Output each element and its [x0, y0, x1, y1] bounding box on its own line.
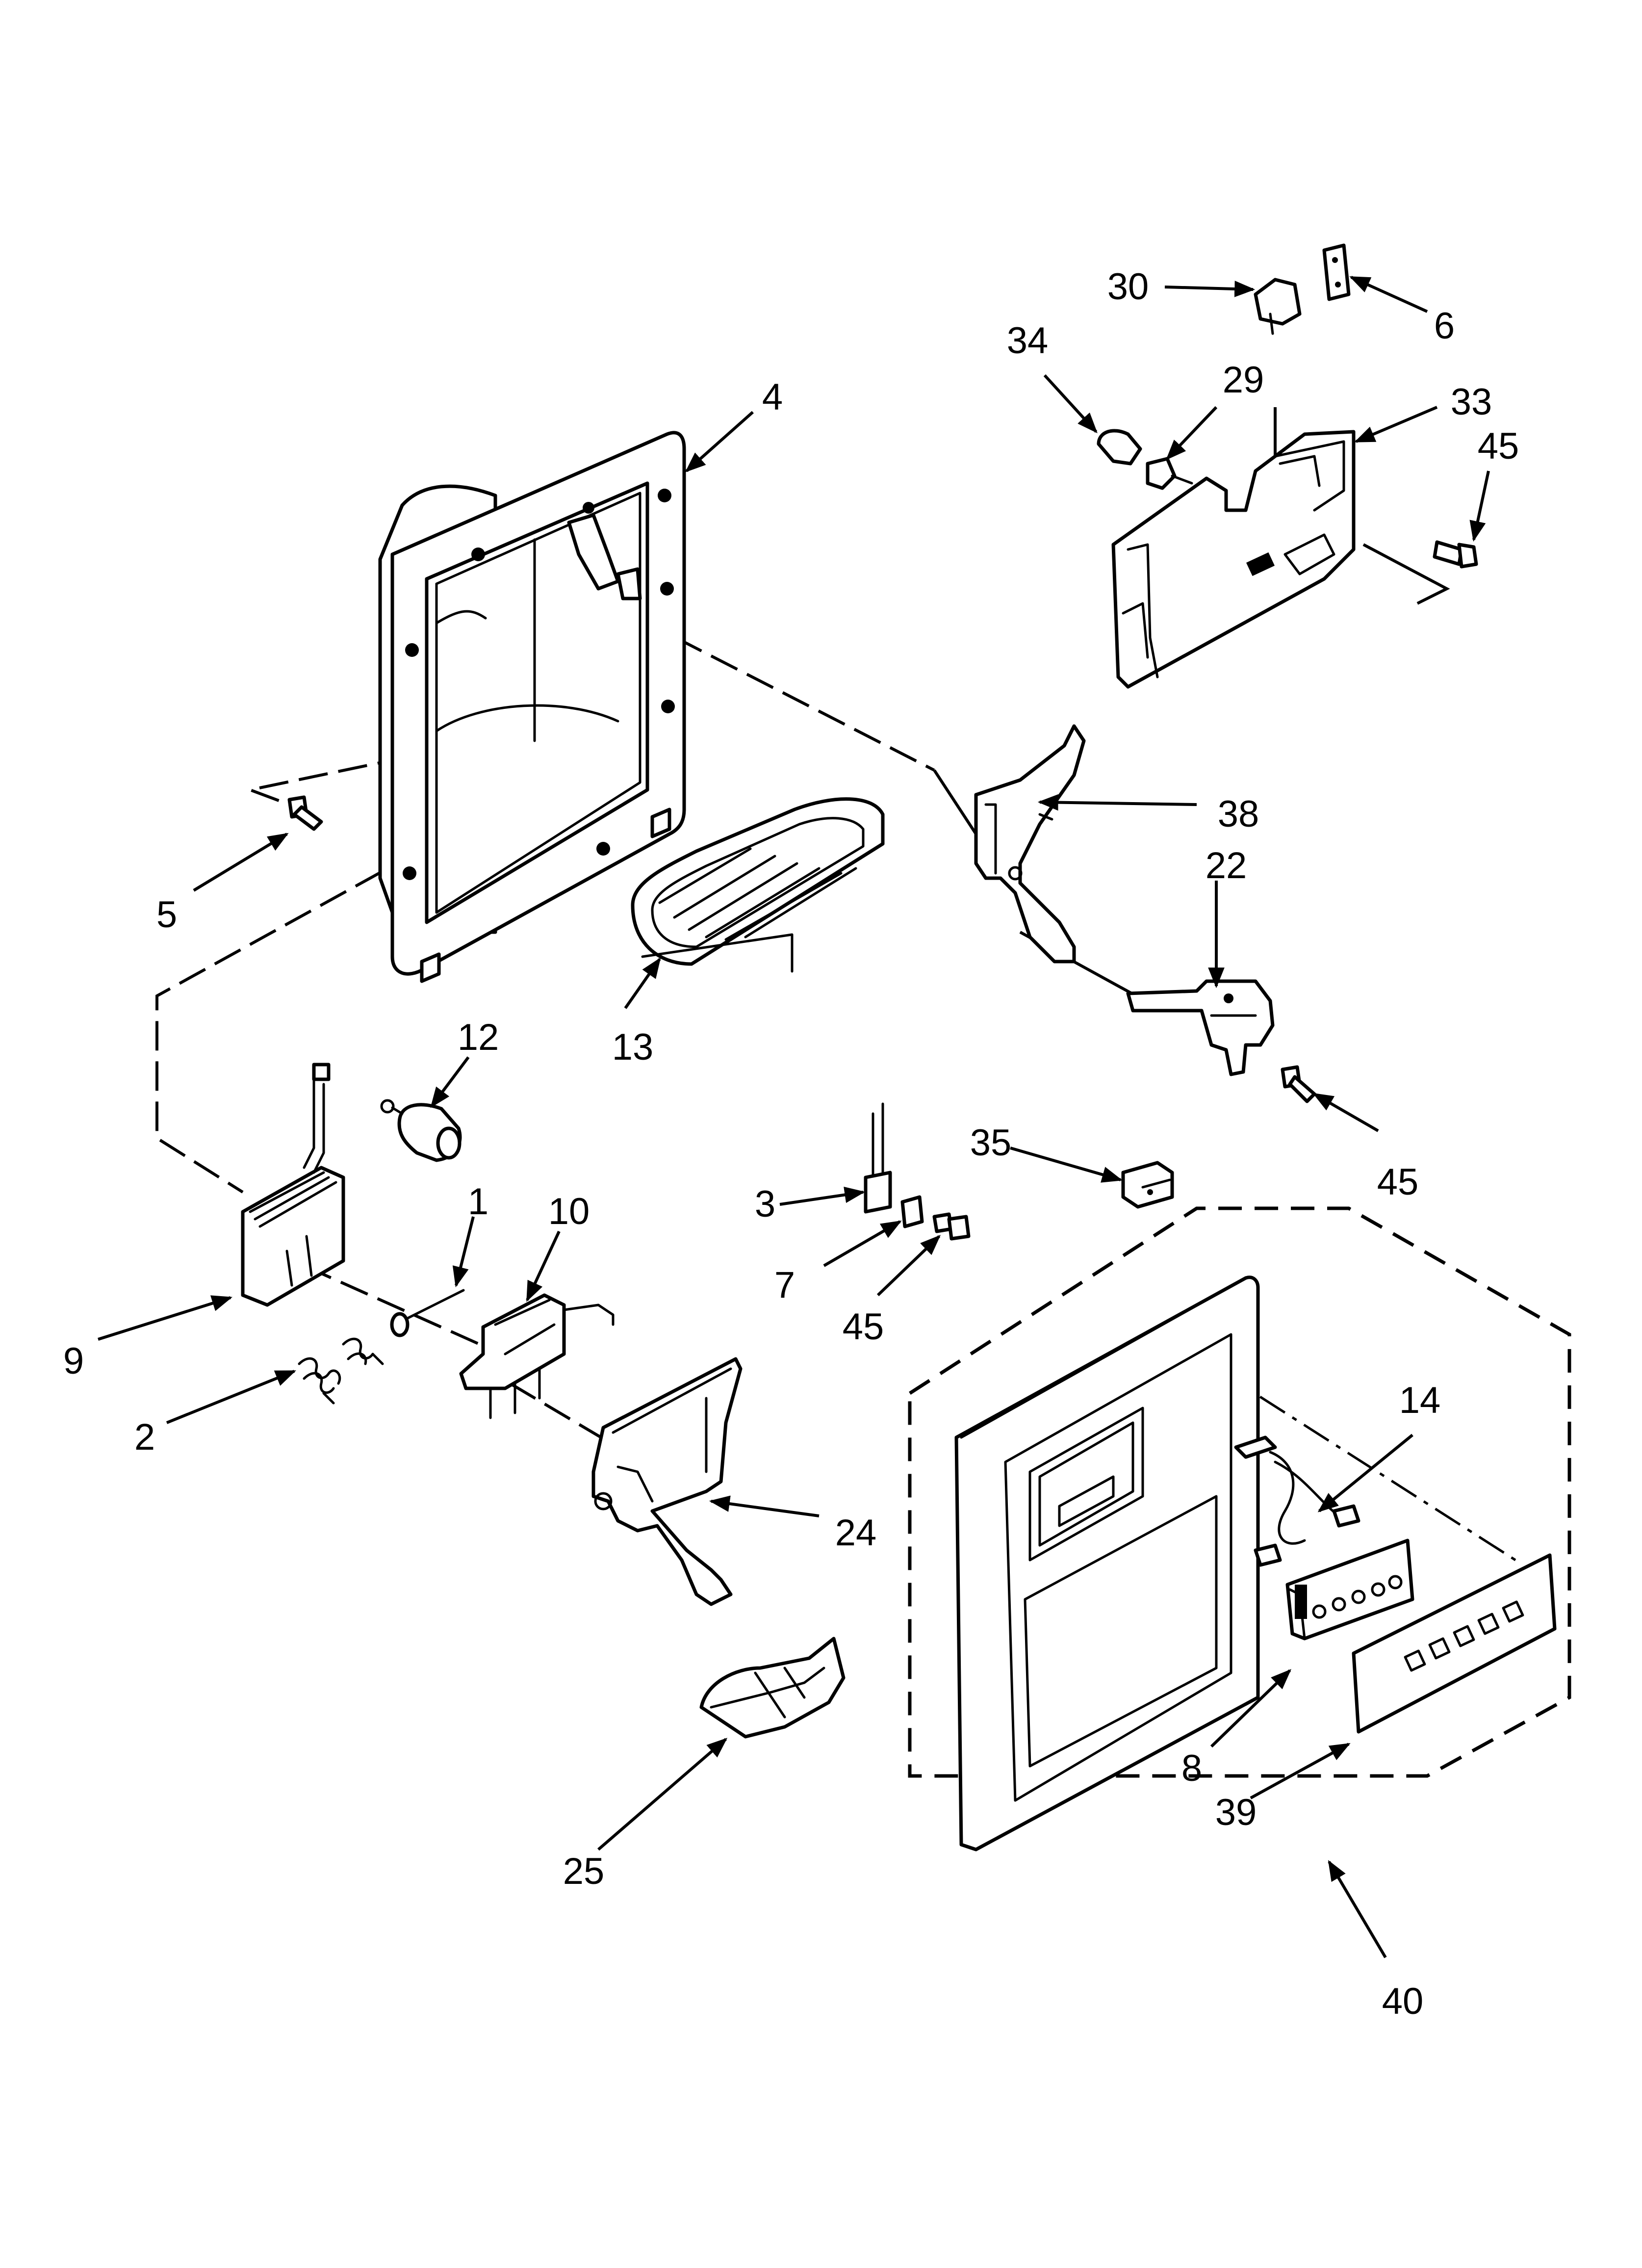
callout-33: 33 — [1451, 381, 1492, 423]
part-bracket — [1111, 430, 1356, 689]
callout-6: 6 — [1434, 305, 1455, 347]
part-drip-tray — [699, 1637, 846, 1739]
part-insulator — [1322, 243, 1351, 301]
part-motor-block — [241, 1063, 345, 1307]
part-switch — [1254, 278, 1302, 335]
part-control-board — [1285, 1538, 1414, 1641]
callout-3: 3 — [755, 1183, 775, 1225]
part-housing — [378, 431, 686, 983]
part-grille — [631, 797, 885, 973]
callout-45-center: 45 — [843, 1306, 884, 1348]
callout-35: 35 — [970, 1122, 1012, 1164]
callout-30: 30 — [1107, 266, 1149, 308]
callout-39: 39 — [1215, 1792, 1257, 1833]
callout-13: 13 — [612, 1026, 654, 1068]
part-screw-middle — [1281, 1065, 1316, 1103]
part-screw-upper — [1433, 540, 1478, 569]
callout-29: 29 — [1223, 359, 1264, 401]
part-springs — [298, 1337, 384, 1405]
callout-45-upper: 45 — [1478, 425, 1519, 467]
callout-12: 12 — [458, 1017, 499, 1058]
callout-24: 24 — [835, 1512, 877, 1554]
callout-1: 1 — [468, 1181, 488, 1223]
part-lever — [1126, 979, 1275, 1076]
callout-8: 8 — [1181, 1747, 1202, 1789]
callout-14: 14 — [1399, 1380, 1441, 1421]
part-front-panel — [954, 1276, 1260, 1851]
callout-10: 10 — [548, 1191, 590, 1232]
callout-25: 25 — [563, 1851, 605, 1892]
part-control-overlay — [1352, 1553, 1557, 1734]
part-paddle — [591, 1357, 743, 1606]
part-screw-left — [287, 795, 323, 831]
part-small-insulator — [900, 1195, 924, 1228]
part-wire-harness — [1234, 1435, 1360, 1567]
callout-4: 4 — [762, 376, 783, 418]
part-clip — [864, 1102, 892, 1214]
part-actuator-arm — [974, 724, 1086, 964]
part-bulb — [1097, 429, 1142, 466]
callout-22: 22 — [1206, 845, 1247, 886]
part-socket — [1146, 457, 1193, 490]
part-connector — [1121, 1161, 1174, 1209]
callout-7: 7 — [774, 1264, 795, 1306]
callout-leaders — [98, 276, 1490, 1958]
callout-38: 38 — [1218, 793, 1259, 835]
callout-40: 40 — [1382, 1981, 1424, 2022]
part-solenoid — [380, 1099, 462, 1162]
callout-5: 5 — [156, 894, 177, 936]
callout-labels: 30 6 34 29 33 45 4 38 22 5 12 13 35 45 1… — [63, 266, 1519, 2022]
part-solenoid-bracket — [459, 1293, 615, 1419]
callout-45-middle: 45 — [1377, 1161, 1419, 1203]
callout-9: 9 — [63, 1340, 84, 1382]
part-screw-center — [932, 1212, 971, 1241]
callout-2: 2 — [134, 1416, 155, 1458]
callout-34: 34 — [1007, 320, 1049, 362]
part-pin — [390, 1289, 465, 1337]
